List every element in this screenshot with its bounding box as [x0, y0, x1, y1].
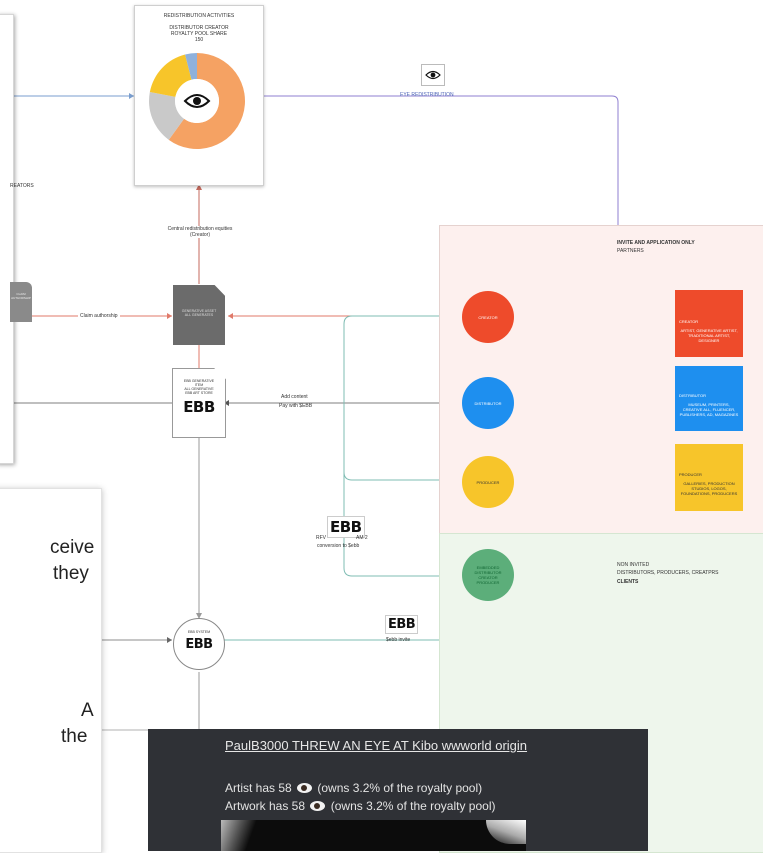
- non-invited-line: DISTRIBUTORS, PRODUCERS, CREATPRS: [617, 570, 719, 576]
- arrowhead: [129, 93, 134, 99]
- chat-notification-panel: PaulB3000 THREW AN EYE AT Kibo wwworld o…: [148, 729, 648, 851]
- card-count: 150: [194, 37, 204, 43]
- left-grey-doc: CLAIM AUTHORSHIP: [10, 282, 32, 322]
- ebb-generative-doc[interactable]: EBB GENERATIVE ITEM ALL GENERATIVE EBB A…: [172, 368, 226, 438]
- central-redistribution-text: Central redistribution equities: [167, 226, 233, 232]
- clients-label: CLIENTS: [617, 579, 639, 585]
- conversion-suffix: AM 2: [356, 535, 368, 541]
- claim-authorship-label: Claim authorship: [78, 313, 120, 319]
- white-doc-line3: ALL GENERATIVE: [184, 387, 214, 391]
- ebb-invite-badge[interactable]: EBB: [385, 615, 419, 634]
- left-partial-card: [0, 14, 14, 464]
- redistribution-card: REDISTRIBUTION ACTIVITIES DISTRIBUTOR CR…: [134, 5, 264, 186]
- artwork-highlight-left: [221, 820, 261, 851]
- donut-chart: [149, 53, 245, 149]
- producer-circle-label: PRODUCER: [476, 479, 500, 485]
- producer-legend-body: GALLERIES, PRODUCTION STUDIOS, LOGOS, FO…: [680, 480, 738, 496]
- wire-producer: [343, 471, 488, 481]
- eye-icon: [425, 70, 441, 80]
- arrowhead: [167, 313, 172, 319]
- ebb-logo: EBB: [183, 398, 215, 416]
- client-circle-label: EMBEDDED DISTRIBUTOR CREATOR PRODUCER: [474, 565, 502, 585]
- non-invited-title: NON INVITED: [617, 562, 650, 568]
- creators-partial-label: REATORS: [10, 183, 34, 189]
- central-redistribution-label: Central redistribution equities (Creator…: [150, 226, 250, 238]
- ebb-invite-label: $ebb invite: [386, 637, 411, 643]
- white-doc-line1: EBB GENERATIVE: [183, 379, 215, 383]
- artwork-line: Artwork has 58 (owns 3.2% of the royalty…: [225, 799, 495, 813]
- eye-icon: [310, 801, 326, 811]
- invite-zone-subtitle: PARTNERS: [617, 248, 644, 254]
- creator-legend-body: ARTIST, GENERATIVE ARTIST, TRADITIONAL A…: [680, 327, 738, 343]
- artist-line: Artist has 58 (owns 3.2% of the royalty …: [225, 781, 482, 795]
- arrowhead: [167, 637, 172, 643]
- arrowhead: [196, 613, 202, 619]
- text-line-2: they: [53, 563, 89, 584]
- invite-zone-title: INVITE AND APPLICATION ONLY: [617, 240, 695, 246]
- text-line-3: A: [81, 700, 94, 721]
- creator-legend-title: CREATOR: [679, 318, 699, 324]
- eye-icon: [297, 783, 313, 793]
- creator-circle-label: CREATOR: [478, 314, 498, 320]
- chat-title[interactable]: PaulB3000 THREW AN EYE AT Kibo wwworld o…: [225, 738, 528, 753]
- producer-legend-title: PRODUCER: [679, 471, 702, 477]
- creator-paren-text: (Creator): [189, 232, 210, 238]
- left-doc-text: CLAIM AUTHORSHIP: [11, 292, 31, 300]
- eye-redistribution-badge[interactable]: [421, 64, 445, 86]
- generative-asset-doc[interactable]: GENERATIVE ASSET ALL GENERATES: [173, 285, 225, 345]
- distributor-circle-label: DISTRIBUTOR: [474, 400, 502, 406]
- artwork-highlight-right: [486, 820, 526, 844]
- producer-circle[interactable]: PRODUCER: [462, 456, 514, 508]
- distributor-legend-body: MUSEUM, PRINTERS, CREATIVE ALL, FLUENCER…: [679, 401, 739, 417]
- eye-icon: [183, 94, 211, 108]
- white-doc-line4: EBB ART STORE: [185, 391, 213, 395]
- donut-slice-3: [149, 54, 192, 97]
- wire-eye-redistribution: [262, 95, 619, 641]
- eye-redistribution-label: EYE REDISTRIBUTION: [400, 92, 454, 98]
- creator-legend-box: CREATOR ARTIST, GENERATIVE ARTIST, TRADI…: [675, 290, 743, 357]
- distributor-circle[interactable]: DISTRIBUTOR: [462, 377, 514, 429]
- arrowhead: [196, 184, 202, 190]
- grey-doc-text: GENERATIVE ASSET ALL GENERATES: [181, 309, 217, 317]
- wire-teal-loop: [343, 315, 462, 577]
- artwork-prefix: Artwork has 58: [225, 799, 306, 813]
- artwork-image[interactable]: [221, 820, 526, 851]
- ebb-system-title: EBB SYSTEM: [187, 630, 211, 634]
- conversion-ebb-badge[interactable]: EBB: [327, 516, 365, 538]
- producer-legend-box: PRODUCER GALLERIES, PRODUCTION STUDIOS, …: [675, 444, 743, 511]
- card-meta: ROYALTY POOL SHARE: [170, 31, 228, 37]
- donut-slice-1: [168, 53, 245, 149]
- client-circle[interactable]: EMBEDDED DISTRIBUTOR CREATOR PRODUCER: [462, 549, 514, 601]
- donut-slice-4: [185, 53, 197, 80]
- donut-slice-2: [149, 92, 185, 140]
- arrowhead: [224, 400, 229, 406]
- creator-circle[interactable]: CREATOR: [462, 291, 514, 343]
- pay-with-ebb-label: Pay with $EBB: [279, 403, 313, 409]
- conversion-line2: conversion to $ebb: [317, 543, 360, 549]
- card-title: REDISTRIBUTION ACTIVITIES: [163, 13, 235, 19]
- explanation-text-panel: ceive they A the: [0, 488, 102, 853]
- add-content-label: Add content: [281, 394, 308, 400]
- arrowhead: [228, 313, 233, 319]
- ebb-system-logo: EBB: [185, 637, 213, 652]
- artist-suffix: (owns 3.2% of the royalty pool): [317, 781, 483, 795]
- text-line-4: the: [61, 726, 88, 747]
- ebb-system-node[interactable]: EBB SYSTEM EBB: [173, 618, 225, 670]
- artist-prefix: Artist has 58: [225, 781, 292, 795]
- conversion-prefix: RFV: [316, 535, 326, 541]
- distributor-legend-box: DISTRIBUTOR MUSEUM, PRINTERS, CREATIVE A…: [675, 366, 743, 431]
- white-doc-line2: ITEM: [194, 383, 204, 387]
- distributor-legend-title: DISTRIBUTOR: [679, 392, 707, 398]
- artwork-suffix: (owns 3.2% of the royalty pool): [330, 799, 496, 813]
- text-line-1: ceive: [50, 537, 95, 558]
- card-subtitle: DISTRIBUTOR CREATOR: [169, 25, 229, 31]
